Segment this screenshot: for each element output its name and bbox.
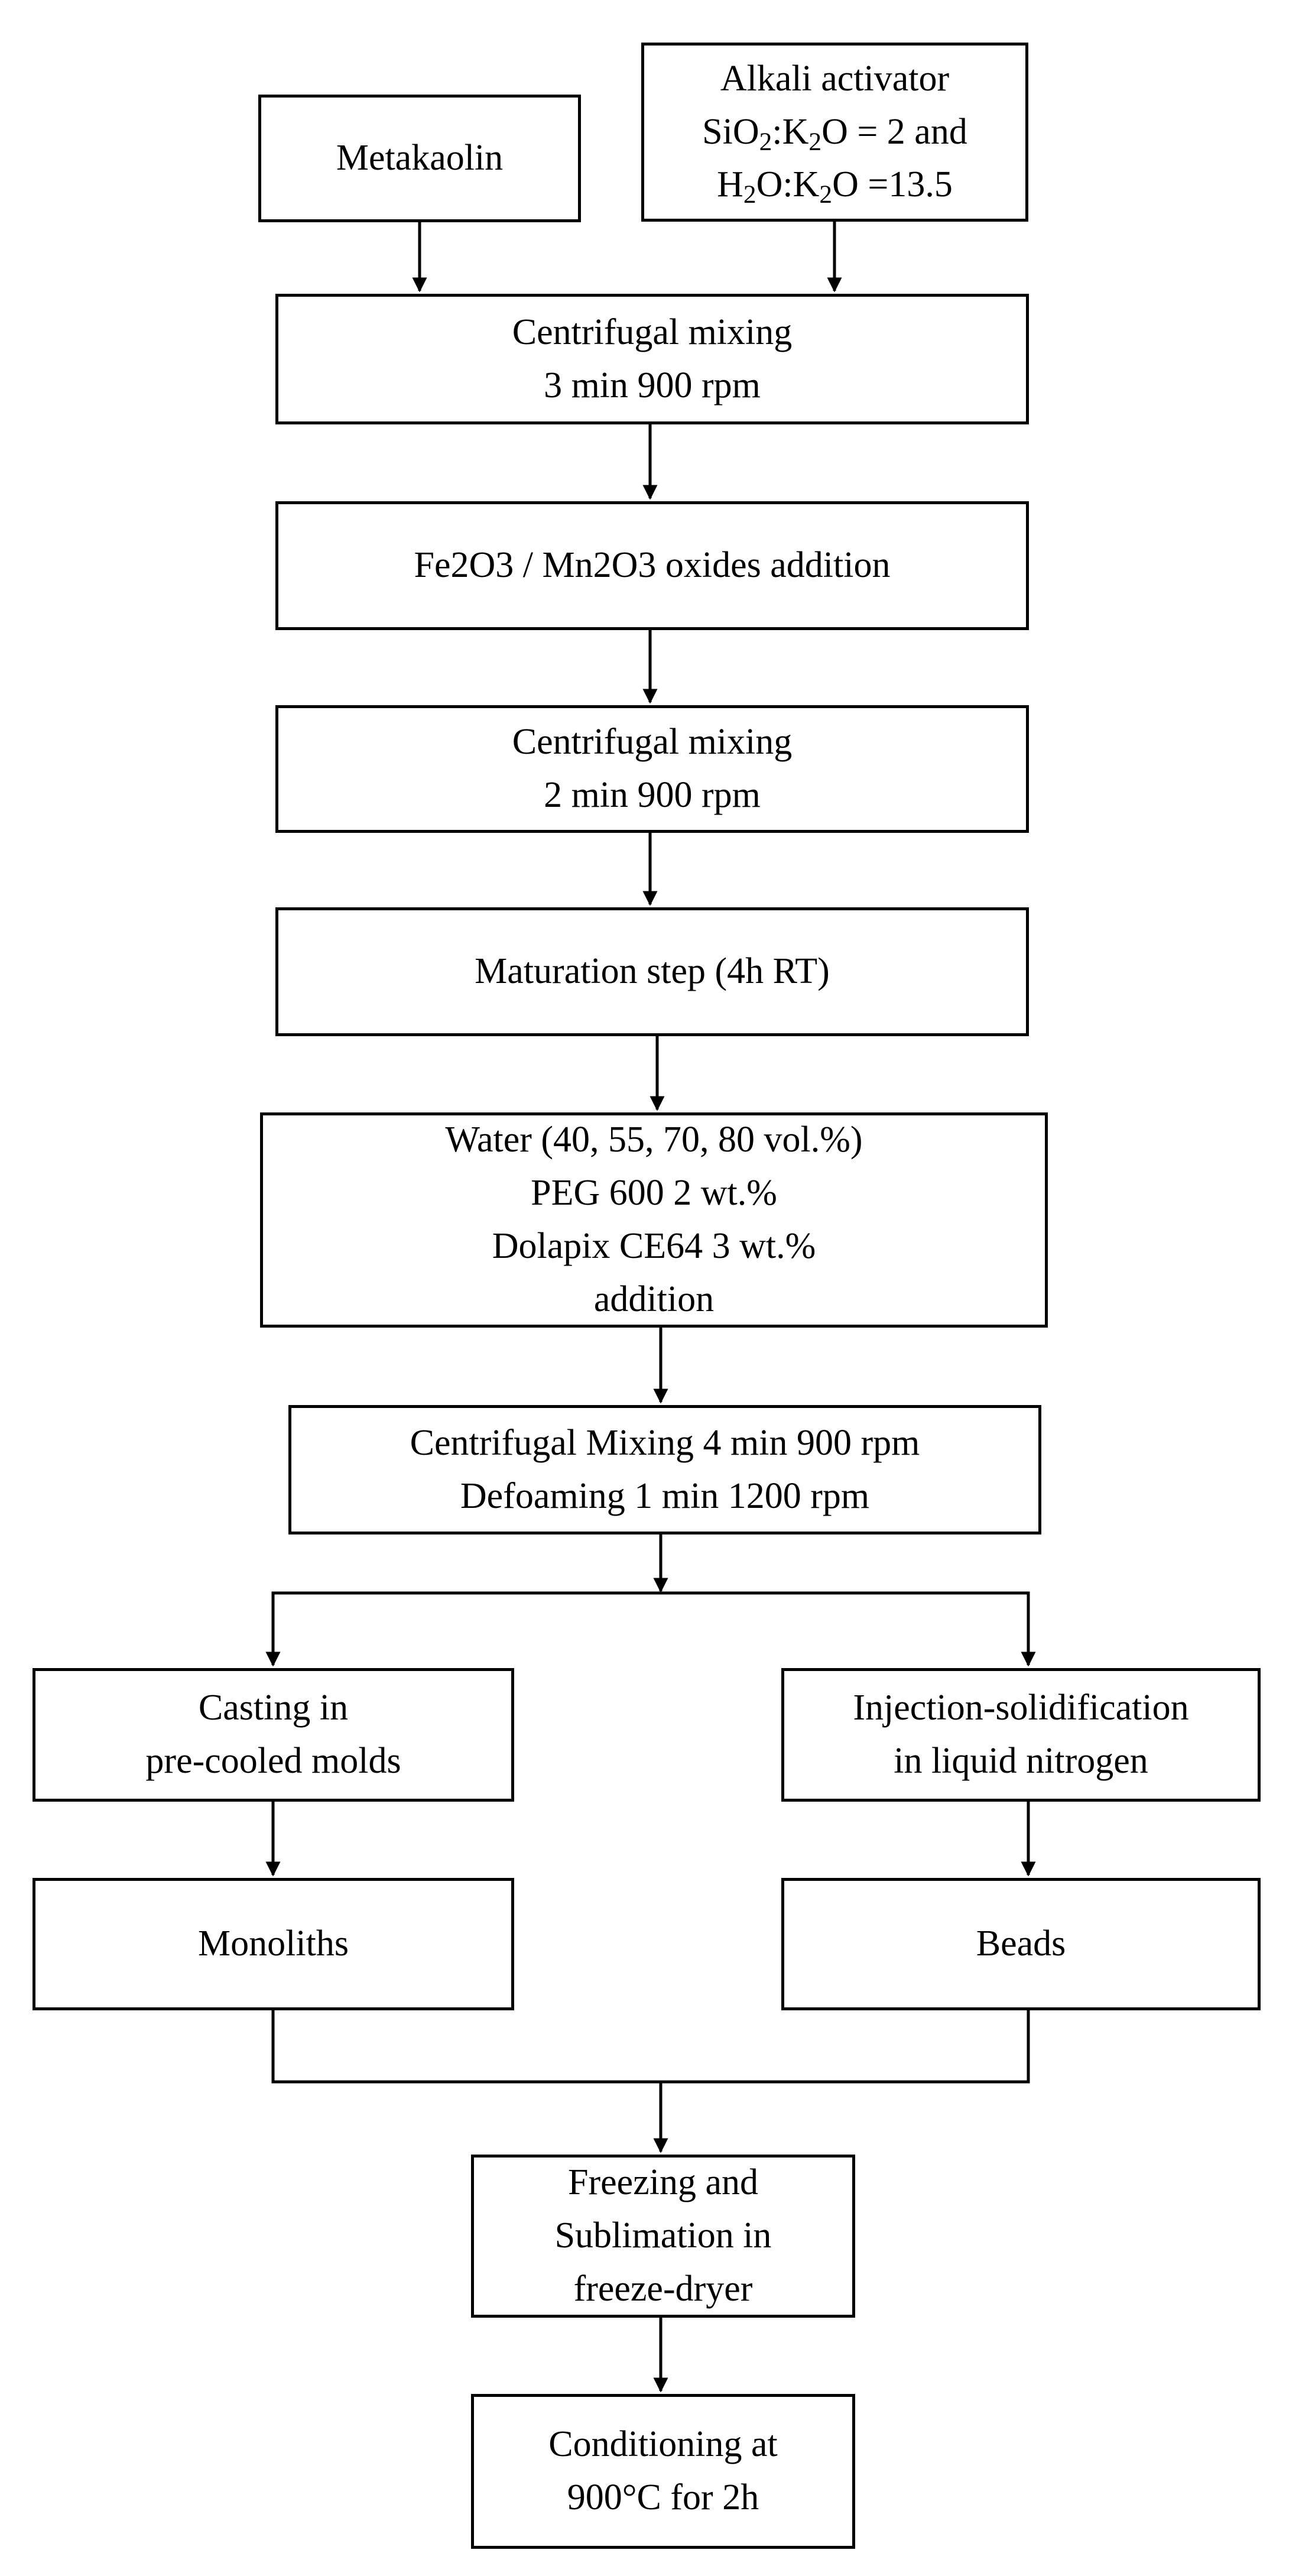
freezing-line-3: freeze-dryer (573, 2268, 753, 2309)
injection-line-2: in liquid nitrogen (894, 1741, 1148, 1781)
casting-box: Casting in pre-cooled molds (33, 1668, 514, 1802)
beads-label: Beads (976, 1923, 1066, 1964)
monoliths-label: Monoliths (198, 1923, 349, 1964)
injection-solidification-box: Injection-solidification in liquid nitro… (781, 1668, 1261, 1802)
water-line-4: addition (593, 1279, 715, 1319)
mix1-line-1: Centrifugal mixing (512, 312, 793, 352)
metakaolin-box: Metakaolin (258, 95, 581, 222)
oxides-label: Fe2O3 / Mn2O3 oxides addition (414, 545, 891, 586)
injection-line-1: Injection-solidification (853, 1688, 1189, 1728)
activator-ratio-sio2-k2o: SiO2:K2O = 2 and (702, 111, 967, 156)
mix2-line-1: Centrifugal mixing (512, 722, 793, 763)
monoliths-box: Monoliths (33, 1878, 514, 2010)
mix2-line-2: 2 min 900 rpm (544, 775, 761, 815)
conditioning-line-2: 900°C for 2h (567, 2477, 759, 2517)
beads-box: Beads (781, 1878, 1261, 2010)
maturation-step-box: Maturation step (4h RT) (275, 907, 1029, 1036)
water-addition-box: Water (40, 55, 70, 80 vol.%) PEG 600 2 w… (260, 1112, 1048, 1328)
activator-title: Alkali activator (720, 58, 950, 99)
centrifugal-mixing-2-box: Centrifugal mixing 2 min 900 rpm (275, 705, 1029, 833)
conditioning-line-1: Conditioning at (548, 2424, 778, 2465)
activator-ratio-h2o-k2o: H2O:K2O =13.5 (717, 164, 953, 209)
maturation-label: Maturation step (4h RT) (475, 951, 830, 992)
mix3-line-1: Centrifugal Mixing 4 min 900 rpm (410, 1422, 920, 1463)
centrifugal-mixing-1-box: Centrifugal mixing 3 min 900 rpm (275, 294, 1029, 424)
water-line-3: Dolapix CE64 3 wt.% (492, 1226, 816, 1266)
water-line-2: PEG 600 2 wt.% (531, 1173, 777, 1214)
freezing-line-2: Sublimation in (554, 2215, 772, 2256)
conditioning-box: Conditioning at 900°C for 2h (471, 2394, 855, 2549)
freezing-line-1: Freezing and (568, 2162, 758, 2203)
centrifugal-mixing-3-box: Centrifugal Mixing 4 min 900 rpm Defoami… (288, 1405, 1041, 1534)
mix1-line-2: 3 min 900 rpm (544, 365, 761, 405)
oxides-addition-box: Fe2O3 / Mn2O3 oxides addition (275, 501, 1029, 630)
freezing-sublimation-box: Freezing and Sublimation in freeze-dryer (471, 2155, 855, 2318)
casting-line-2: pre-cooled molds (145, 1741, 401, 1781)
mix3-line-2: Defoaming 1 min 1200 rpm (460, 1475, 870, 1516)
metakaolin-label: Metakaolin (336, 138, 504, 179)
alkali-activator-box: Alkali activator SiO2:K2O = 2 and H2O:K2… (641, 43, 1028, 222)
merge-line (271, 2010, 1030, 2084)
water-line-1: Water (40, 55, 70, 80 vol.%) (445, 1120, 863, 1160)
split-line (271, 1591, 1030, 1655)
casting-line-1: Casting in (198, 1688, 349, 1728)
